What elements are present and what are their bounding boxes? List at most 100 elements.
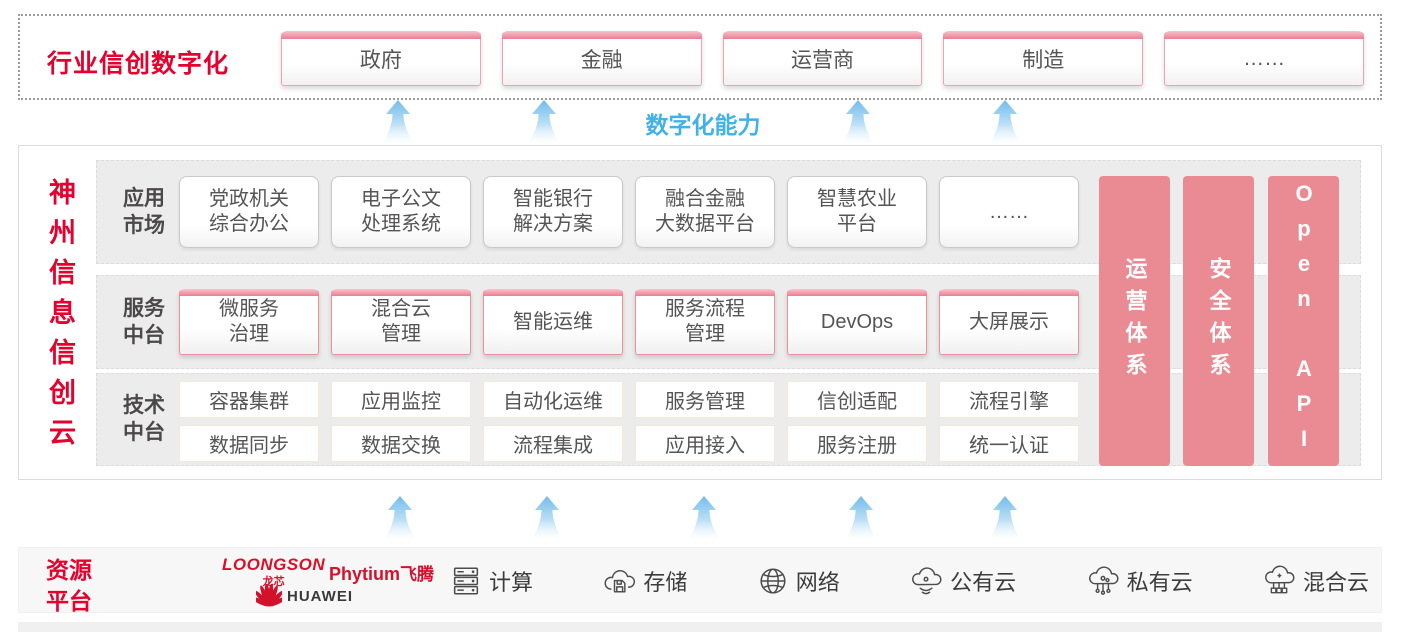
tech-box-container-cluster: 容器集群 (179, 381, 319, 418)
tech-box-app-monitoring: 应用监控 (331, 381, 471, 418)
phytium-logo: Phytium飞腾 (329, 560, 434, 585)
up-arrow-icon (384, 496, 416, 540)
loongson-logo-cn: 龙芯 (262, 576, 285, 588)
resource-item-label: 存储 (643, 570, 688, 595)
platform-panel: 神州信息信创云 应用 市场 服务 中台 技术 中台 党政机关 综合办公 电子公文… (18, 145, 1382, 480)
storage-icon (604, 570, 636, 593)
svc-box-label: 服务流程 管理 (665, 298, 745, 345)
resource-item-label: 计算 (489, 570, 534, 595)
pillar-label: 运营体系 (1122, 257, 1148, 385)
svc-box-label: DevOps (820, 310, 894, 333)
network-icon (760, 568, 786, 594)
huawei-logo-text: HUAWEI (287, 587, 353, 605)
resource-item-label: 公有云 (950, 570, 1017, 595)
svc-box-service-process-mgmt: 服务流程 管理 (635, 289, 775, 355)
phytium-logo-text: Phytium (329, 564, 401, 584)
industry-card-label: 运营商 (790, 48, 854, 72)
tech-box-data-exchange: 数据交换 (331, 425, 471, 462)
svc-box-hybrid-cloud-mgmt: 混合云 管理 (331, 289, 471, 355)
industry-card-finance: 金融 (501, 31, 702, 86)
industry-card-label: …… (1243, 46, 1286, 70)
up-arrow-icon (688, 496, 720, 540)
svc-box-big-screen: 大屏展示 (939, 289, 1079, 355)
up-arrow-icon (842, 100, 874, 144)
pillar-label: Open API (1291, 181, 1317, 461)
resource-items: 计算 存储 (449, 548, 1369, 614)
row-label-service-platform: 服务 中台 (123, 297, 165, 348)
tech-box-automated-ops: 自动化运维 (483, 381, 623, 418)
service-boxes: 微服务 治理 混合云 管理 智能运维 服务流程 管理 DevOps 大屏展示 (179, 289, 1079, 355)
industry-card-manufacturing: 制造 (943, 31, 1144, 86)
pillar-operation-system: 运营体系 (1099, 176, 1170, 466)
resource-item-hybrid-cloud: 混合云 (1261, 564, 1369, 598)
pillar-open-api: Open API (1268, 176, 1339, 466)
row-label-tech-platform: 技术 中台 (123, 394, 165, 445)
resource-item-private-cloud: 私有云 (1085, 564, 1193, 598)
huawei-flower-icon (256, 584, 282, 607)
svc-box-label: 微服务 治理 (219, 298, 279, 345)
tech-box-service-mgmt: 服务管理 (635, 381, 775, 418)
app-box-finance-bigdata: 融合金融 大数据平台 (635, 176, 775, 248)
industry-digitalization-panel: 行业信创数字化 政府 金融 运营商 制造 …… (18, 14, 1382, 100)
resource-item-label: 混合云 (1302, 570, 1369, 595)
tech-box-process-engine: 流程引擎 (939, 381, 1079, 418)
up-arrow-icon (382, 100, 414, 144)
row-label-app-market: 应用 市场 (123, 187, 165, 238)
app-box-e-document-system: 电子公文 处理系统 (331, 176, 471, 248)
industry-card-government: 政府 (281, 31, 481, 86)
pillar-security-system: 安全体系 (1183, 176, 1254, 466)
resource-item-public-cloud: 公有云 (908, 564, 1016, 598)
svc-box-label: 智能运维 (513, 310, 593, 333)
private-cloud-icon (1088, 566, 1119, 595)
resource-item-compute: 计算 (449, 564, 533, 598)
svc-box-intelligent-ops: 智能运维 (483, 289, 623, 355)
industry-card-label: 制造 (1022, 48, 1065, 72)
app-box-smart-banking: 智能银行 解决方案 (483, 176, 623, 248)
app-box-more: …… (939, 176, 1079, 248)
resource-item-label: 网络 (795, 570, 840, 595)
industry-card-more: …… (1164, 31, 1364, 86)
resource-item-label: 私有云 (1126, 570, 1193, 595)
platform-vertical-title: 神州信息信创云 (45, 178, 75, 458)
up-arrow-icon (845, 496, 877, 540)
up-arrow-icon (528, 100, 560, 144)
tech-box-service-registry: 服务注册 (787, 425, 927, 462)
tech-box-data-sync: 数据同步 (179, 425, 319, 462)
loongson-logo-text: LOONGSON (222, 555, 326, 574)
up-arrow-icon (989, 496, 1021, 540)
industry-card-row: 政府 金融 运营商 制造 …… (281, 31, 1364, 86)
tech-box-xinchuang-adaptation: 信创适配 (787, 381, 927, 418)
svc-box-devops: DevOps (787, 289, 927, 355)
tech-boxes-row1: 容器集群 应用监控 自动化运维 服务管理 信创适配 流程引擎 (179, 381, 1079, 418)
up-arrow-icon (531, 496, 563, 540)
resource-item-storage: 存储 (601, 564, 687, 598)
resource-section-title: 资源 平台 (46, 557, 92, 615)
industry-card-label: 政府 (359, 48, 402, 72)
server-icon (453, 567, 479, 595)
resource-item-network: 网络 (756, 564, 840, 598)
pillar-label: 安全体系 (1206, 257, 1232, 385)
tech-boxes-row2: 数据同步 数据交换 流程集成 应用接入 服务注册 统一认证 (179, 425, 1079, 462)
hybrid-cloud-icon (1265, 565, 1295, 594)
vendor-logos: LOONGSON 龙芯 Phytium飞腾 (194, 548, 464, 614)
footer-strip (18, 622, 1382, 632)
tech-box-app-access: 应用接入 (635, 425, 775, 462)
resource-platform-panel: 资源 平台 LOONGSON 龙芯 Phytium飞腾 (18, 547, 1382, 614)
svc-box-label: 混合云 管理 (371, 298, 431, 345)
industry-card-label: 金融 (580, 48, 623, 72)
industry-card-operator: 运营商 (722, 31, 923, 86)
tech-box-process-integration: 流程集成 (483, 425, 623, 462)
app-box-party-gov-office: 党政机关 综合办公 (179, 176, 319, 248)
huawei-logo: HUAWEI (256, 584, 353, 608)
phytium-logo-cn: 飞腾 (400, 565, 435, 584)
app-market-boxes: 党政机关 综合办公 电子公文 处理系统 智能银行 解决方案 融合金融 大数据平台… (179, 176, 1079, 248)
capability-label: 数字化能力 (645, 112, 761, 138)
app-box-smart-agriculture: 智慧农业 平台 (787, 176, 927, 248)
loongson-logo: LOONGSON 龙芯 (222, 555, 325, 589)
svc-box-microservice-governance: 微服务 治理 (179, 289, 319, 355)
public-cloud-icon (912, 567, 942, 595)
industry-section-title: 行业信创数字化 (47, 50, 230, 78)
svc-box-label: 大屏展示 (969, 310, 1049, 333)
up-arrow-icon (989, 100, 1021, 144)
